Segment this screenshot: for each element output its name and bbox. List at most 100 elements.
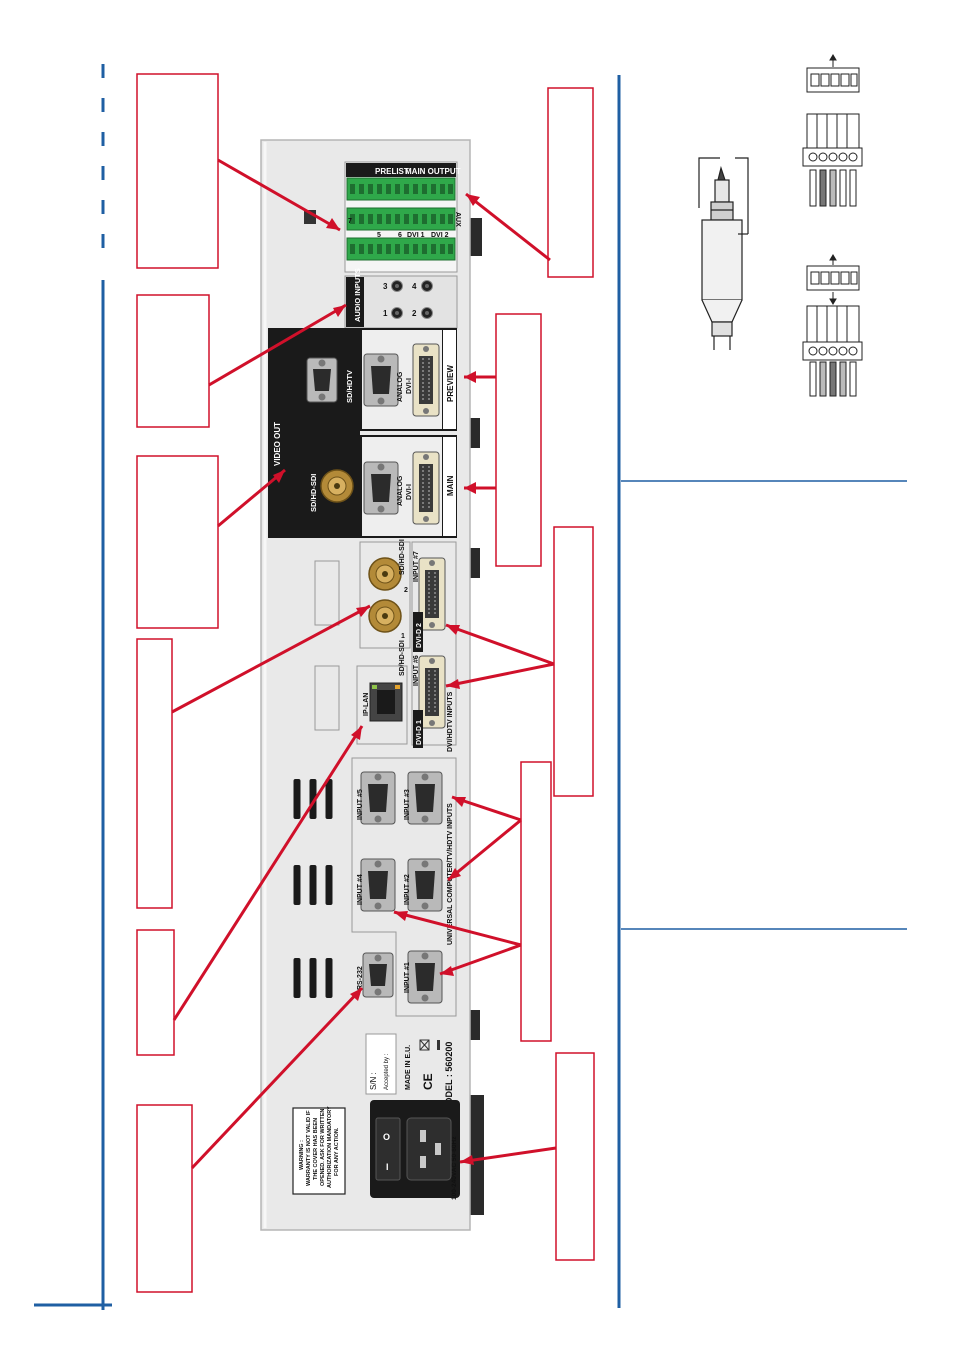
jack-plug-drawing xyxy=(698,157,749,350)
rs232-label: RS-232 xyxy=(357,966,364,990)
input-4-connector[interactable] xyxy=(360,858,396,912)
warning-line-2: WARRANTY IS NOT VALID IF xyxy=(306,1110,312,1186)
audio-input-label-2: 2 xyxy=(412,309,417,318)
made-in-label: MADE IN E.U. xyxy=(405,1045,412,1090)
ip-lan-panel: IP-LAN xyxy=(356,665,408,745)
power-inlet: O I 100-240VAC 50-60Hz xyxy=(370,1100,460,1200)
ventilation-slots xyxy=(293,779,333,998)
dvi-inputs-panel: INPUT #7 DVI-D 2 INPUT #6 DVI-D 1 DVI/HD… xyxy=(411,541,457,752)
sdi-input-2-connector[interactable] xyxy=(368,557,402,591)
audio-jack-3[interactable] xyxy=(391,280,403,292)
terminal-block-diagram-bottom xyxy=(802,254,863,397)
audio-input-label-1: 1 xyxy=(383,309,388,318)
input-1-label: INPUT #1 xyxy=(404,962,411,993)
dvi-hdtv-inputs-label: DVI/HDTV INPUTS xyxy=(447,691,454,752)
power-rating-label: 100-240VAC 50-60Hz xyxy=(451,1136,458,1200)
audio-inputs-panel: AUDIO INPUTS 3 4 1 2 xyxy=(344,268,458,329)
callout-box-video-outputs xyxy=(495,313,542,567)
preview-dvi-label: DVI-I xyxy=(406,378,413,394)
power-switch[interactable] xyxy=(375,1117,401,1181)
terminal-block-diagram-top xyxy=(802,54,863,207)
audio-input-label-3: 3 xyxy=(383,282,388,291)
aux-label: AUX xyxy=(454,212,461,227)
preview-dvi-connector[interactable] xyxy=(412,343,440,417)
model-label: MODEL : 560200 xyxy=(444,1042,454,1112)
serial-label-area: S/N : Accepted by : MADE IN E.U. CE MODE… xyxy=(365,1033,454,1112)
preview-title: PREVIEW xyxy=(446,365,455,402)
warning-line-4: OPENED. ASK FOR WRITTEN xyxy=(320,1109,326,1186)
sdi-input-num-2: 2 xyxy=(404,587,408,594)
universal-inputs-panel: INPUT #5 INPUT #3 INPUT #4 INPUT #2 INPU… xyxy=(351,757,457,1017)
input-2-label: INPUT #2 xyxy=(404,874,411,905)
rs232-panel: RS-232 xyxy=(357,952,394,998)
input-7-label: INPUT #7 xyxy=(413,551,420,582)
sdi-input-num-1: 1 xyxy=(401,633,405,640)
sdi-input-bottom-label: SD/HD-SDI xyxy=(399,640,406,676)
main-dvi-connector[interactable] xyxy=(412,451,440,525)
warning-line-3: THE COVER HAS BEEN xyxy=(313,1118,319,1180)
audio-in-label-dvi1: DVI 1 xyxy=(407,232,425,239)
input-5-connector[interactable] xyxy=(360,771,396,825)
callout-box-sdi-inputs xyxy=(136,638,173,909)
main-output-panel: ANALOG DVI-I MAIN xyxy=(362,437,456,536)
callout-box-dvi-inputs xyxy=(553,526,594,797)
warning-line-5: AUTHORIZATION MANDATORY xyxy=(327,1106,333,1188)
audio-inputs-title: AUDIO INPUTS xyxy=(353,268,362,322)
sdi-output-label: SD/HD-SDI xyxy=(309,474,318,512)
video-out-title: VIDEO OUT xyxy=(273,422,282,466)
rs232-connector[interactable] xyxy=(362,952,394,998)
sdi-input-1-connector[interactable] xyxy=(368,599,402,633)
audio-jack-2[interactable] xyxy=(421,307,433,319)
right-column-rules xyxy=(617,75,907,1308)
iec-socket[interactable] xyxy=(406,1117,452,1181)
left-page-rule xyxy=(34,64,112,1310)
audio-terminal-panel: PRELIST MAIN OUTPUT 7 AUX 5 6 DVI 1 DVI … xyxy=(304,161,461,273)
sdi-output-connector[interactable] xyxy=(320,469,354,503)
warning-sticker: WARNING : WARRANTY IS NOT VALID IF THE C… xyxy=(292,1106,346,1195)
serial-number-label: S/N : xyxy=(369,1072,378,1090)
callout-box-audio-output xyxy=(547,87,594,278)
audio-in-label-7: 7 xyxy=(348,218,352,225)
input-2-connector[interactable] xyxy=(407,858,443,912)
warning-line-6: FOR ANY ACTION. xyxy=(334,1127,340,1176)
audio-in-label-dvi2: DVI 2 xyxy=(431,232,449,239)
callout-box-rs232 xyxy=(136,1104,193,1293)
main-output-label: MAIN OUTPUT xyxy=(405,167,461,176)
prelist-label: PRELIST xyxy=(375,167,409,176)
main-title: MAIN xyxy=(446,475,455,496)
callout-box-audio-inputs xyxy=(136,294,210,428)
callout-box-ip-lan xyxy=(136,929,175,1056)
sd-hdtv-label: SD/HDTV xyxy=(345,370,354,403)
dvi-d1-label: DVI-D 1 xyxy=(416,720,423,745)
audio-jack-4[interactable] xyxy=(421,280,433,292)
accepted-by-label: Accepted by : xyxy=(384,1053,390,1090)
main-analog-label: ANALOG xyxy=(397,475,404,506)
input-5-label: INPUT #5 xyxy=(357,789,364,820)
preview-analog-connector[interactable] xyxy=(363,353,399,407)
audio-jack-1[interactable] xyxy=(391,307,403,319)
input-6-label: INPUT #6 xyxy=(413,655,420,686)
dvi-d2-label: DVI-D 2 xyxy=(416,623,423,648)
warning-line-1: WARNING : xyxy=(299,1140,305,1170)
input-4-label: INPUT #4 xyxy=(357,874,364,905)
callout-box-power xyxy=(555,1052,595,1261)
weee-bin-icon xyxy=(419,1039,430,1051)
callout-box-audio-terminals xyxy=(136,73,219,269)
main-analog-connector[interactable] xyxy=(363,461,399,515)
callout-box-video-out xyxy=(136,455,219,629)
sdi-input-top-label: SD/HD-SDI xyxy=(399,539,406,575)
callout-box-universal-inputs xyxy=(520,761,552,1042)
main-dvi-label: DVI-I xyxy=(406,484,413,500)
ce-mark: CE xyxy=(421,1073,435,1090)
power-switch-on-label: I xyxy=(386,1162,389,1172)
preview-output-panel: ANALOG DVI-I PREVIEW xyxy=(362,330,456,429)
audio-in-label-5: 5 xyxy=(377,232,381,239)
audio-in-label-6: 6 xyxy=(398,232,402,239)
power-switch-off-label: O xyxy=(383,1132,390,1142)
sd-hdtv-output-connector[interactable] xyxy=(306,357,338,403)
input-3-connector[interactable] xyxy=(407,771,443,825)
ip-lan-label: IP-LAN xyxy=(363,693,370,716)
input-3-label: INPUT #3 xyxy=(404,789,411,820)
input-1-connector[interactable] xyxy=(407,950,443,1004)
callout-arrows xyxy=(171,158,557,1170)
